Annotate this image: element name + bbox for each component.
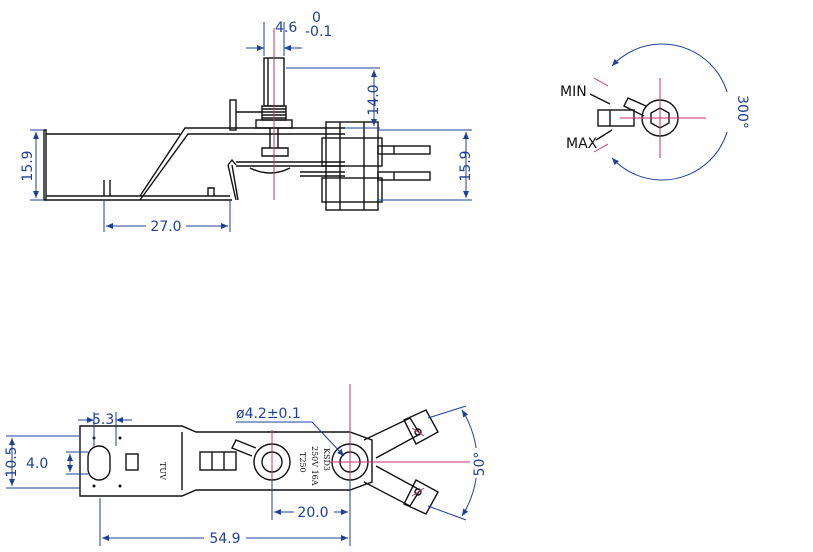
hole-spacing-text: 20.0 [297, 505, 328, 521]
plan-terminals [363, 409, 439, 515]
side-view: 4.6 0 -0.1 14.0 15.9 15.9 [20, 10, 474, 235]
left-height-bottom-text: 10.5 [4, 446, 20, 477]
marking-model: KSD3 [322, 448, 331, 471]
plan-knob [231, 439, 291, 481]
overall-length-text: 54.9 [209, 531, 240, 547]
bracket [43, 127, 345, 201]
dim-overall-length: 54.9 [99, 498, 351, 547]
shaft-tol-upper: 0 [312, 10, 321, 26]
dim-slot-width: 5.3 [78, 412, 132, 446]
min-label: MIN [560, 84, 587, 100]
shaft-tol-lower: -0.1 [305, 24, 332, 40]
ceramic-body [321, 121, 383, 211]
terminal-angle-text: 50° [472, 452, 488, 477]
shaft-height-text: 14.0 [366, 84, 382, 115]
contact-assembly [227, 147, 345, 201]
dim-right-height: 15.9 [378, 129, 474, 201]
rotation-view: 300° MIN MAX [560, 43, 750, 181]
dim-hole-spacing: 20.0 [271, 480, 351, 521]
marking-temp: T250 [298, 452, 307, 473]
dim-base-length: 27.0 [103, 200, 231, 235]
marking-rating: 250V 16A [310, 446, 319, 486]
right-height-text: 15.9 [458, 150, 474, 181]
rotation-angle-text: 300° [734, 95, 750, 129]
adjust-lever [229, 99, 262, 131]
plan-markings: TUV KSD3 250V 16A T250 [158, 446, 331, 486]
left-height-text: 15.9 [20, 150, 36, 181]
dim-left-height: 15.9 [20, 129, 44, 201]
dim-shaft-height: 14.0 [286, 67, 382, 129]
plan-body [79, 425, 373, 497]
dim-shaft-width: 4.6 0 -0.1 [246, 10, 332, 56]
hole-diameter-text: ø4.2±0.1 [236, 406, 301, 422]
shaft-width-text: 4.6 [275, 20, 297, 36]
hole-left-text: 4.0 [26, 456, 48, 472]
plan-view: TUV KSD3 250V 16A T250 5.3 [4, 384, 488, 547]
marking-tuv: TUV [158, 462, 167, 480]
terminals [377, 145, 431, 181]
dim-terminal-angle: 50° [427, 405, 488, 521]
base-length-text: 27.0 [150, 219, 181, 235]
slot-width-text: 5.3 [92, 412, 114, 428]
dim-hole-diameter: ø4.2±0.1 [236, 406, 345, 457]
dim-hole-left: 4.0 [26, 451, 88, 475]
dim-left-height-bottom: 10.5 [4, 435, 80, 489]
max-label: MAX [566, 136, 598, 152]
